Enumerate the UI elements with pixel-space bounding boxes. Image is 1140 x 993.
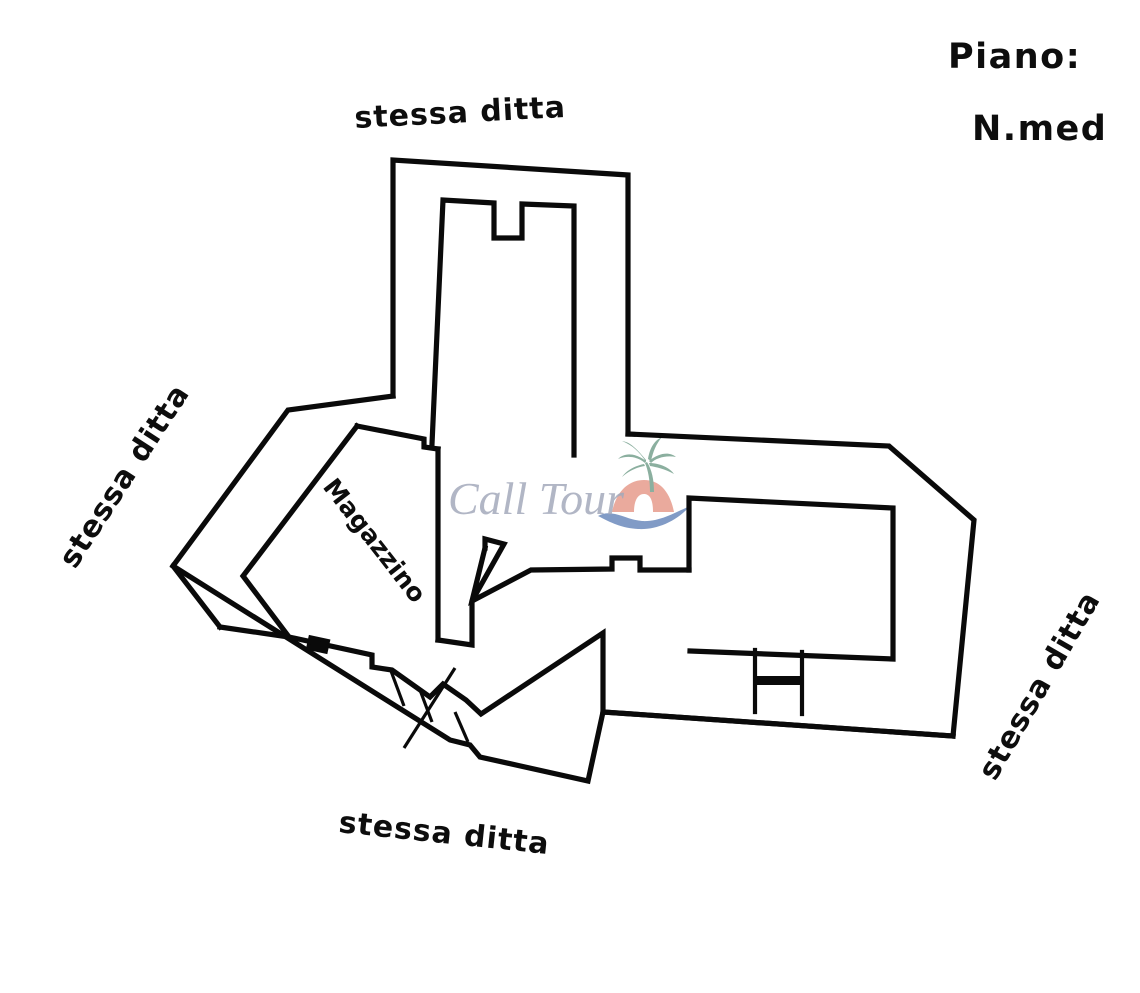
watermark-group: Call Tour (448, 437, 690, 530)
magazzino-room-wall (239, 422, 361, 641)
label-room-magazzino: Magazzino (317, 473, 432, 608)
lower-left-outer-wall (169, 562, 956, 785)
label-right-stessa-ditta: stessa ditta (972, 585, 1108, 786)
hatch-cross-mark (402, 667, 457, 749)
upper-right-outer-perimeter (625, 431, 977, 739)
palm-tree-icon (618, 437, 676, 492)
right-wing-inner-room (686, 495, 896, 662)
magazzino-lower-wall (435, 535, 508, 649)
door-mark-left-bar (308, 639, 329, 649)
label-n-med: N.med (972, 109, 1107, 149)
stair-opening-bar (755, 676, 803, 685)
plan-walls-group (169, 157, 977, 785)
label-left-stessa-ditta: stessa ditta (52, 378, 197, 575)
arch-opening-icon (634, 494, 653, 512)
main-outer-perimeter (169, 393, 396, 631)
lower-right-outer-wall (600, 709, 956, 739)
label-piano: Piano: (948, 37, 1081, 77)
wall-hatch-divider-2 (418, 689, 434, 723)
label-bottom-stessa-ditta: stessa ditta (337, 805, 551, 862)
magazzino-room-upper-wall (353, 422, 441, 452)
central-zigzag-wall (468, 544, 692, 606)
watermark-text: Call Tour (448, 473, 625, 524)
label-top-stessa-ditta: stessa ditta (354, 90, 567, 136)
upper-wing-outer-wall (390, 157, 631, 437)
wave-icon (598, 506, 690, 530)
upper-wing-inner-room (429, 197, 577, 458)
lower-left-inner-wall (217, 624, 606, 718)
wall-hatch-divider-3 (453, 711, 470, 743)
wall-hatch-divider-1 (389, 670, 406, 707)
